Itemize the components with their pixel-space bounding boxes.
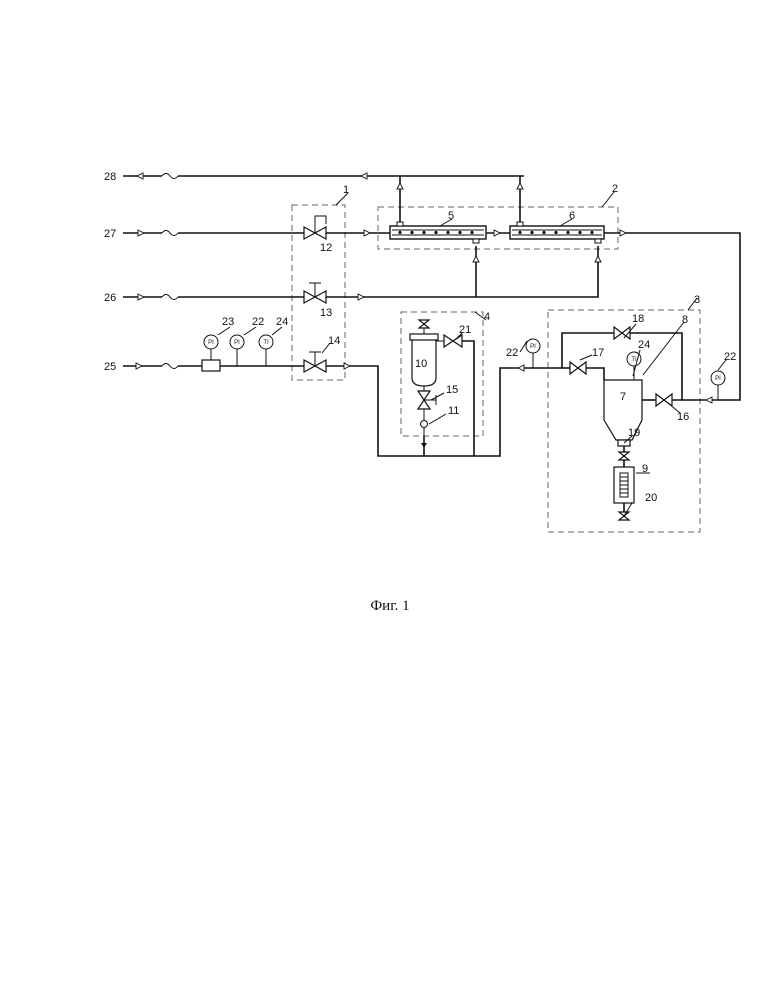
gauge-pi-22-middle-text: PI xyxy=(530,344,536,350)
valve-21 xyxy=(444,335,462,347)
instrument-22-left-label: 22 xyxy=(252,316,264,328)
gauge-pi-22-left: PI xyxy=(230,335,244,366)
gauge-ti-24-right-text: TI xyxy=(631,357,637,363)
block-2-label: 2 xyxy=(612,183,618,195)
valve-17-label: 17 xyxy=(592,347,604,359)
instrument-22-middle-label: 22 xyxy=(506,347,518,359)
gauge-pi-22-middle: PI xyxy=(526,339,540,368)
heat-exchanger-6 xyxy=(510,222,604,243)
valve-19-label: 19 xyxy=(628,427,640,439)
gauge-ti-24-left-text: TI xyxy=(263,340,269,346)
valve-18-label: 18 xyxy=(632,313,644,325)
vessel-10 xyxy=(410,320,444,448)
instrument-22-right-label: 22 xyxy=(724,351,736,363)
gauge-ti-24-left: TI xyxy=(259,335,273,366)
valve-17 xyxy=(570,362,586,374)
line-25 xyxy=(123,341,562,456)
shutoff-valve-14 xyxy=(304,352,326,372)
block-4-label: 4 xyxy=(484,311,490,323)
instrument-24-right-label: 24 xyxy=(638,339,650,351)
gauge-pi-22-right: PI xyxy=(711,371,725,400)
level-indicator-9-label: 9 xyxy=(642,463,648,475)
instrument-23-label: 23 xyxy=(222,316,234,328)
instrument-24-left-label: 24 xyxy=(276,316,288,328)
vessel-7-label: 7 xyxy=(620,391,626,403)
heat-exchanger-5-label: 5 xyxy=(448,210,454,222)
valve-19 xyxy=(619,452,629,460)
regulating-valve-12 xyxy=(304,216,326,239)
line-28-label: 28 xyxy=(104,171,116,183)
gauge-pi-22-right-text: PI xyxy=(715,376,721,382)
line-26 xyxy=(123,246,601,300)
component-11-label: 11 xyxy=(448,405,459,417)
valve-14-label: 14 xyxy=(328,335,340,347)
vessel-10-label: 10 xyxy=(415,358,427,370)
valve-16-label: 16 xyxy=(677,411,689,423)
line-26-label: 26 xyxy=(104,292,116,304)
line-27-label: 27 xyxy=(104,228,116,240)
block-1-label: 1 xyxy=(343,184,349,196)
gauge-pi-23: PI xyxy=(204,335,218,360)
gauge-pi-23-text: PI xyxy=(208,340,214,346)
needle-valve-15 xyxy=(418,391,436,409)
gauge-pi-22-left-text: PI xyxy=(234,340,240,346)
flow-meter-23 xyxy=(202,360,220,371)
line-25-label: 25 xyxy=(104,361,116,373)
valve-12-label: 12 xyxy=(320,242,332,254)
valve-13-label: 13 xyxy=(320,307,332,319)
level-indicator-9 xyxy=(614,467,634,503)
valve-20-label: 20 xyxy=(645,492,657,504)
valve-18 xyxy=(614,327,630,339)
component-8-label: 8 xyxy=(682,314,688,326)
shutoff-valve-13 xyxy=(304,283,326,303)
heat-exchanger-6-label: 6 xyxy=(569,210,575,222)
valve-15-label: 15 xyxy=(446,384,458,396)
leader-lines xyxy=(218,192,726,516)
valve-21-label: 21 xyxy=(459,324,471,336)
block-3-label: 3 xyxy=(694,294,700,306)
gauge-ti-24-right: TI xyxy=(627,352,641,380)
heat-exchanger-5 xyxy=(390,222,486,243)
figure-caption: Фиг. 1 xyxy=(0,598,780,615)
